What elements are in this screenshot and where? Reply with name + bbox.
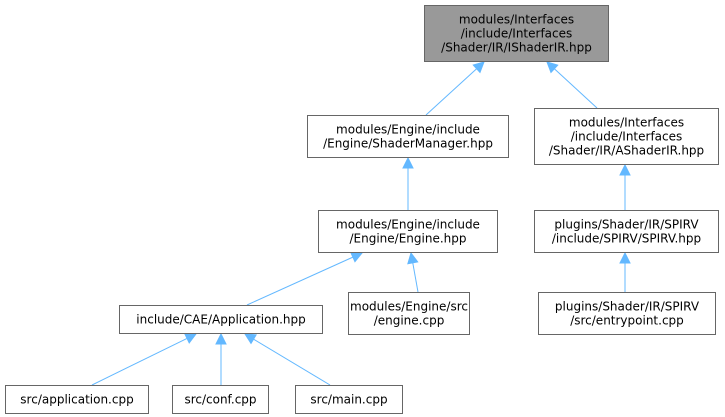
node-ishaderir[interactable]: modules/Interfaces/include/Interfaces/Sh… xyxy=(424,5,609,62)
node-label-line: modules/Engine/src xyxy=(350,300,468,314)
edge-line xyxy=(425,68,477,116)
edge-entrypoint-cpp-to-spirv-hpp xyxy=(619,251,631,292)
node-label-line: plugins/Shader/IR/SPIRV xyxy=(555,300,700,314)
edge-arrowhead xyxy=(402,156,414,169)
node-box xyxy=(538,292,716,335)
node-label-line: /include/Interfaces xyxy=(571,130,683,144)
node-application-cpp[interactable]: src/application.cpp xyxy=(5,385,149,414)
edge-spirv-hpp-to-ashaderir xyxy=(619,163,631,210)
node-box xyxy=(5,385,149,414)
node-box xyxy=(307,115,509,158)
node-box xyxy=(295,385,403,414)
node-conf-cpp[interactable]: src/conf.cpp xyxy=(172,385,269,414)
edges-layer xyxy=(91,61,631,386)
edge-ashaderir-to-ishaderir xyxy=(546,61,598,109)
node-box xyxy=(534,108,719,165)
node-spirv-hpp[interactable]: plugins/Shader/IR/SPIRV/include/SPIRV/SP… xyxy=(534,210,719,253)
edge-engine-hpp-to-shadermanager xyxy=(402,156,414,210)
node-ashaderir[interactable]: modules/Interfaces/include/Interfaces/Sh… xyxy=(534,108,719,165)
node-label-line: modules/Interfaces xyxy=(569,116,684,130)
edge-line xyxy=(91,337,188,386)
node-label-line: plugins/Shader/IR/SPIRV xyxy=(554,218,699,232)
node-label-line: /Engine/Engine.hpp xyxy=(350,232,467,246)
edge-arrowhead xyxy=(407,251,419,265)
edge-main-cpp-to-application-hpp xyxy=(244,333,331,386)
edge-arrowhead xyxy=(184,333,198,344)
nodes-layer: modules/Interfaces/include/Interfaces/Sh… xyxy=(5,5,719,414)
edge-arrowhead xyxy=(244,333,257,345)
node-box xyxy=(119,305,323,334)
node-engine-hpp[interactable]: modules/Engine/include/Engine/Engine.hpp xyxy=(318,210,498,253)
edge-conf-cpp-to-application-hpp xyxy=(215,332,227,385)
node-main-cpp[interactable]: src/main.cpp xyxy=(295,385,403,414)
node-label-line: /Shader/IR/AShaderIR.hpp xyxy=(549,144,704,158)
node-application-hpp[interactable]: include/CAE/Application.hpp xyxy=(119,305,323,334)
node-shadermanager[interactable]: modules/Engine/include/Engine/ShaderMana… xyxy=(307,115,509,158)
node-label-line: modules/Engine/include xyxy=(336,123,480,137)
node-label-line: modules/Engine/include xyxy=(336,218,480,232)
node-label-line: /src/entrypoint.cpp xyxy=(570,314,684,328)
edge-arrowhead xyxy=(619,251,631,264)
edge-line xyxy=(554,68,598,109)
edge-arrowhead xyxy=(619,163,631,176)
edge-arrowhead xyxy=(350,252,364,263)
node-box xyxy=(534,210,719,253)
node-label-line: /include/SPIRV/SPIRV.hpp xyxy=(552,232,701,246)
node-label-line: modules/Interfaces xyxy=(459,13,574,27)
node-label-line: src/conf.cpp xyxy=(184,393,256,407)
node-label-line: src/main.cpp xyxy=(310,393,387,407)
edge-line xyxy=(246,256,354,306)
edge-line xyxy=(253,338,331,386)
edge-line xyxy=(412,262,419,293)
edge-engine-cpp-to-engine-hpp xyxy=(407,251,419,293)
edge-shadermanager-to-ishaderir xyxy=(425,61,485,116)
edge-arrowhead xyxy=(546,61,559,74)
node-label-line: /include/Interfaces xyxy=(461,27,573,41)
node-entrypoint-cpp[interactable]: plugins/Shader/IR/SPIRV/src/entrypoint.c… xyxy=(538,292,716,335)
node-label-line: /Shader/IR/IShaderIR.hpp xyxy=(441,41,592,55)
edge-arrowhead xyxy=(472,61,485,74)
edge-arrowhead xyxy=(215,332,227,345)
edge-application-cpp-to-application-hpp xyxy=(91,333,198,386)
node-label-line: include/CAE/Application.hpp xyxy=(136,313,305,327)
edge-application-hpp-to-engine-hpp xyxy=(246,252,364,306)
node-box xyxy=(348,292,470,335)
node-box xyxy=(424,5,609,62)
node-label-line: src/application.cpp xyxy=(20,393,133,407)
node-engine-cpp[interactable]: modules/Engine/src/engine.cpp xyxy=(348,292,470,335)
node-label-line: /Engine/ShaderManager.hpp xyxy=(323,137,493,151)
node-label-line: /engine.cpp xyxy=(374,314,445,328)
node-box xyxy=(172,385,269,414)
node-box xyxy=(318,210,498,253)
